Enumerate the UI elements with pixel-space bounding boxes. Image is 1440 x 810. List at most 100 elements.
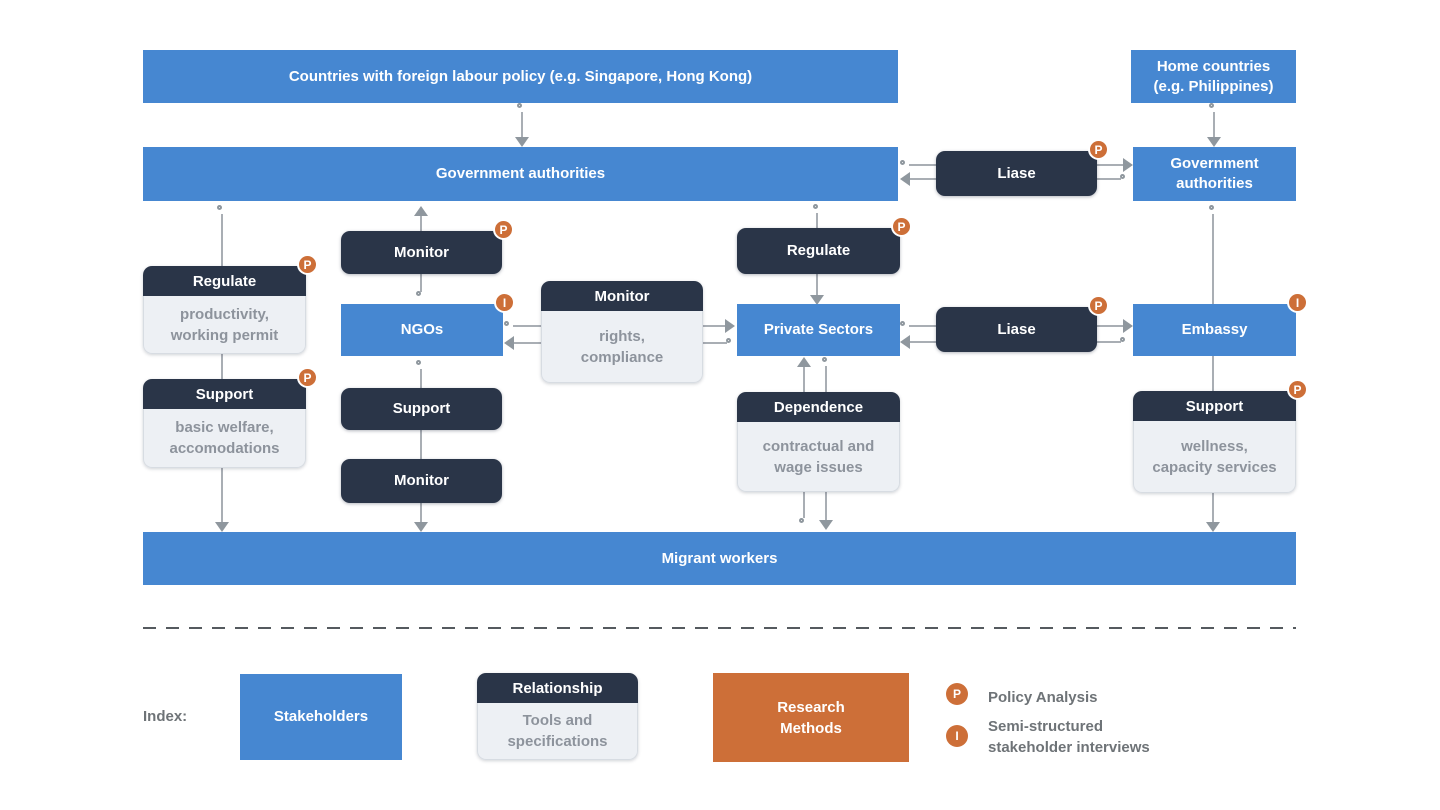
legend-interview-label: Semi-structured stakeholder interviews (988, 718, 1150, 756)
flow-line (420, 274, 422, 292)
flow-dot (1120, 337, 1125, 342)
flow-dot (900, 321, 905, 326)
relationship-header: Support (1133, 391, 1296, 421)
flow-line (910, 178, 936, 180)
node-support-left: Support basic welfare, accomodations P (143, 367, 318, 468)
flow-line (1097, 325, 1123, 327)
node-regulate-left: Regulate productivity, working permit P (143, 254, 318, 354)
flow-dot (217, 205, 222, 210)
flow-line (420, 369, 422, 388)
policy-analysis-badge: P (891, 216, 912, 237)
node-support-ngo: Support (341, 388, 502, 430)
node-liase-top: Liase P (936, 139, 1109, 196)
flow-arrow-down (810, 295, 824, 305)
flow-arrow-down (819, 520, 833, 530)
flow-line (1213, 112, 1215, 137)
flow-line (420, 503, 422, 522)
flow-line (1212, 214, 1214, 304)
flow-arrow-down (414, 522, 428, 532)
flow-dot (1209, 205, 1214, 210)
flow-line (909, 164, 936, 166)
policy-analysis-badge: P (297, 367, 318, 388)
flow-arrow-right (1123, 158, 1133, 172)
flow-dot (813, 204, 818, 209)
node-label: NGOs (400, 321, 444, 338)
flow-dot (504, 321, 509, 326)
relationship-detail: contractual and wage issues (737, 422, 900, 492)
flow-dot (416, 360, 421, 365)
policy-analysis-badge: P (493, 219, 514, 240)
node-monitor-rights: Monitor rights, compliance (541, 281, 703, 383)
interview-badge: I (494, 292, 515, 313)
node-label: Monitor (394, 243, 449, 261)
node-label: Regulate (786, 242, 851, 259)
node-regulate-private: Regulate P (737, 216, 912, 274)
node-private-sectors: Private Sectors (737, 304, 900, 356)
flow-line (221, 214, 223, 522)
flow-dot (416, 291, 421, 296)
flow-line (1097, 164, 1123, 166)
legend-stakeholders: Stakeholders (240, 674, 402, 760)
node-label: Liase (997, 164, 1036, 182)
flow-line (703, 325, 725, 327)
legend-relationship: Relationship Tools and specifications (477, 673, 638, 760)
node-countries-policy: Countries with foreign labour policy (e.… (143, 50, 898, 103)
flow-line (910, 341, 936, 343)
flow-line (703, 342, 727, 344)
flow-line (1097, 341, 1121, 343)
relationship-detail: productivity, working permit (143, 296, 306, 354)
flow-arrow-down (215, 522, 229, 532)
node-embassy: Embassy I (1133, 292, 1308, 356)
interview-badge: I (1287, 292, 1308, 313)
node-migrant-workers: Migrant workers (143, 532, 1296, 585)
node-liase-right: Liase P (936, 295, 1109, 352)
dashed-divider (143, 627, 1296, 629)
legend-research-methods: Research Methods (713, 673, 909, 762)
policy-analysis-badge: P (1088, 139, 1109, 160)
node-label: Liase (997, 320, 1036, 338)
flow-arrow-down (515, 137, 529, 147)
legend-policy-label: Policy Analysis (988, 689, 1098, 706)
relationship-detail: wellness, capacity services (1133, 421, 1296, 493)
flow-dot (517, 103, 522, 108)
flow-arrow-up (797, 357, 811, 367)
flow-arrow-down (1207, 137, 1221, 147)
node-home-countries: Home countries (e.g. Philippines) (1131, 50, 1296, 103)
node-monitor-down: Monitor (341, 459, 502, 503)
flow-dot (822, 357, 827, 362)
relationship-header: Monitor (541, 281, 703, 311)
interview-badge: I (946, 725, 968, 747)
flow-dot (1209, 103, 1214, 108)
relationship-detail: basic welfare, accomodations (143, 409, 306, 468)
flow-line (521, 112, 523, 137)
policy-analysis-badge: P (1287, 379, 1308, 400)
flow-arrow-left (900, 172, 910, 186)
flow-line (514, 342, 541, 344)
flow-dot (726, 338, 731, 343)
flow-line (909, 325, 936, 327)
flow-arrow-right (725, 319, 735, 333)
flow-arrow-left (900, 335, 910, 349)
flow-line (420, 430, 422, 459)
flow-line (816, 274, 818, 295)
relationship-detail: Tools and specifications (477, 703, 638, 760)
node-label: Embassy (1181, 321, 1248, 338)
node-government-authorities: Government authorities (143, 147, 898, 201)
relationship-header: Regulate (143, 266, 306, 296)
flow-line (420, 216, 422, 231)
relationship-detail: rights, compliance (541, 311, 703, 383)
policy-analysis-badge: P (1088, 295, 1109, 316)
relationship-header: Dependence (737, 392, 900, 422)
flow-line (1097, 178, 1121, 180)
policy-analysis-badge: P (297, 254, 318, 275)
relationship-header: Relationship (477, 673, 638, 703)
flow-arrow-left (504, 336, 514, 350)
node-ngos: NGOs I (341, 292, 515, 356)
node-government-authorities-home: Government authorities (1133, 147, 1296, 201)
policy-analysis-badge: P (946, 683, 968, 705)
flow-arrow-up (414, 206, 428, 216)
flow-arrow-down (1206, 522, 1220, 532)
node-support-embassy: Support wellness, capacity services P (1133, 379, 1308, 493)
flow-line (513, 325, 541, 327)
